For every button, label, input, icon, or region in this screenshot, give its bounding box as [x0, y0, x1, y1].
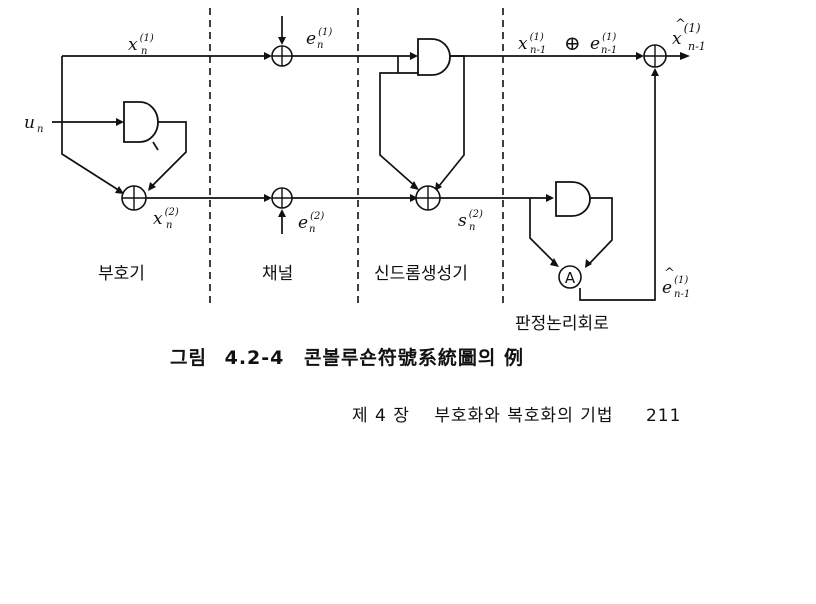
- channel-error-inputs: [278, 16, 418, 234]
- page-footer: 제 4 장 부호화와 복호화의 기법 211: [352, 401, 681, 426]
- label-e2n: e(2) n: [298, 204, 329, 235]
- label-x1n: x(1) n: [128, 26, 159, 57]
- caption-prefix: 그림: [170, 347, 207, 369]
- section-encoder: 부호기: [98, 264, 145, 284]
- label-ehat: ^ e(1) n-1: [662, 262, 693, 300]
- label-xhat: ^ x(1) n-1: [672, 13, 706, 53]
- decision-and-gate: [555, 181, 591, 217]
- channel-xor-top-icon: [271, 45, 293, 67]
- caption-title: 콘볼루숀符號系統圖의 例: [303, 347, 524, 369]
- a-gate-label: A: [565, 269, 576, 287]
- label-e1n: e(1) n: [306, 20, 337, 51]
- a-gate: A: [558, 265, 582, 289]
- label-s2n: s(2) n: [458, 202, 488, 233]
- caption-number: 4.2-4: [224, 347, 285, 369]
- label-x2n: x(2) n: [153, 200, 184, 231]
- encoder-and-gate: [123, 101, 159, 143]
- top-signal-path: [62, 52, 690, 60]
- footer-title: 부호화와 복호화의 기법: [434, 406, 614, 426]
- section-channel: 채널: [262, 264, 293, 284]
- label-xn-1: x(1) n-1: [518, 25, 549, 56]
- label-oplus: ⊕: [564, 31, 581, 55]
- section-syndrome: 신드롬생성기: [374, 264, 468, 284]
- footer-page-number: 211: [645, 406, 682, 426]
- label-en-1: e(1) n-1: [590, 25, 621, 56]
- encoder-xor-icon: [121, 185, 147, 211]
- channel-xor-bottom-icon: [271, 187, 293, 209]
- encoder-wiring: [52, 56, 272, 202]
- figure-caption: 그림 4.2-4 콘볼루숀符號系統圖의 例: [170, 343, 524, 370]
- section-decision: 판정논리회로: [515, 314, 609, 334]
- output-xor-icon: [643, 44, 667, 68]
- syndrome-and-gate: [417, 38, 451, 76]
- syndrome-xor-icon: [415, 185, 441, 211]
- footer-chapter: 제 4 장: [352, 406, 410, 426]
- decision-wiring: [529, 68, 659, 301]
- syndrome-wiring: [379, 55, 554, 202]
